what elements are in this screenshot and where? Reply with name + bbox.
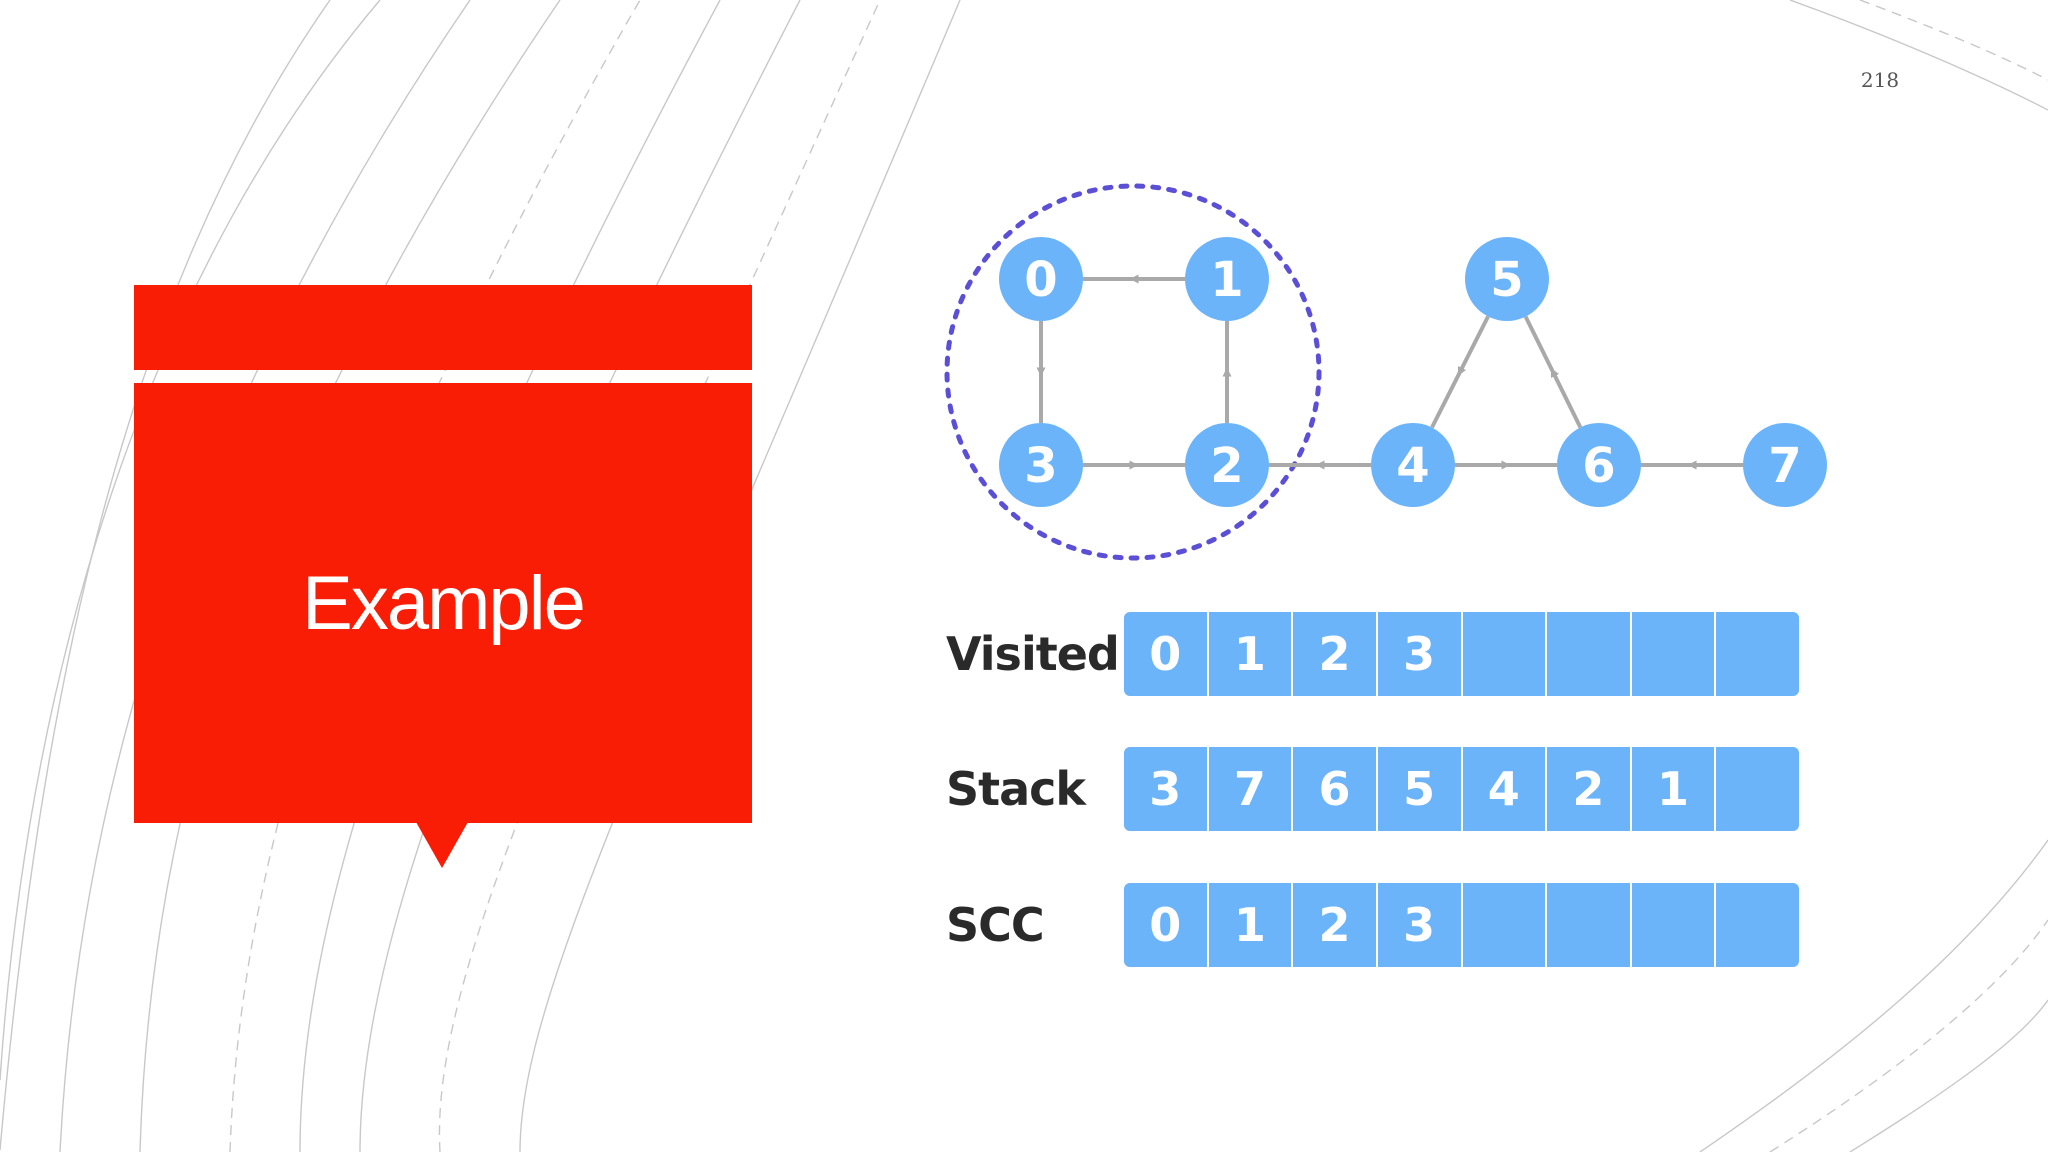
array-cell: 0 <box>1124 612 1209 696</box>
graph-node-0: 0 <box>999 237 1083 321</box>
array-cell: 3 <box>1377 883 1463 967</box>
node-circle <box>1465 237 1549 321</box>
array-cell: 1 <box>1208 883 1294 967</box>
highlighted-scc-ring <box>944 183 1322 561</box>
array-cell: 1 <box>1631 747 1717 831</box>
callout-pointer <box>416 822 468 868</box>
array-cell <box>1716 883 1799 967</box>
graph-node-7: 7 <box>1743 423 1827 507</box>
graph-node-4: 4 <box>1371 423 1455 507</box>
array-cell <box>1547 612 1632 696</box>
array-cell <box>1631 612 1717 696</box>
array-cell: 5 <box>1377 747 1463 831</box>
node-circle <box>1557 423 1641 507</box>
node-circle <box>1185 237 1269 321</box>
array-cell <box>1631 883 1717 967</box>
node-label: 6 <box>1582 438 1615 494</box>
array-cell: 3 <box>1377 612 1463 696</box>
title-banner-strip <box>134 285 752 370</box>
array-cell: 1 <box>1208 612 1294 696</box>
array-cell: 4 <box>1462 747 1548 831</box>
array-cell: 6 <box>1293 747 1378 831</box>
graph-node-2: 2 <box>1185 423 1269 507</box>
title-callout-box <box>134 383 752 823</box>
array-cell: 2 <box>1547 747 1632 831</box>
graph-node-5: 5 <box>1465 237 1549 321</box>
node-circle <box>1743 423 1827 507</box>
scc-label: SCC <box>946 898 1045 952</box>
array-cell: 2 <box>1293 883 1378 967</box>
node-circle <box>999 423 1083 507</box>
array-cell <box>1716 747 1799 831</box>
array-cell: 7 <box>1208 747 1294 831</box>
edge-5-to-4 <box>1430 315 1490 429</box>
node-label: 0 <box>1024 252 1057 308</box>
node-label: 7 <box>1768 438 1801 494</box>
array-cell: 2 <box>1293 612 1378 696</box>
page-number: 218 <box>1860 68 1900 92</box>
node-label: 2 <box>1210 438 1243 494</box>
node-layer: 0 1 2 3 4 5 6 7 <box>999 237 1827 507</box>
stack-label: Stack <box>946 762 1086 816</box>
array-cell <box>1716 612 1799 696</box>
node-circle <box>1371 423 1455 507</box>
node-circle <box>1185 423 1269 507</box>
edge-6-to-5 <box>1523 315 1583 429</box>
graph-node-6: 6 <box>1557 423 1641 507</box>
node-label: 3 <box>1024 438 1057 494</box>
graph-node-1: 1 <box>1185 237 1269 321</box>
node-label: 4 <box>1396 438 1429 494</box>
node-circle <box>999 237 1083 321</box>
array-cell: 0 <box>1124 883 1209 967</box>
graph-node-3: 3 <box>999 423 1083 507</box>
slide-title: Example <box>302 560 586 646</box>
edge-layer <box>1036 274 1743 470</box>
node-label: 5 <box>1490 252 1523 308</box>
array-cell: 3 <box>1124 747 1209 831</box>
node-label: 1 <box>1210 252 1243 308</box>
visited-label: Visited <box>946 627 1120 681</box>
array-cell <box>1547 883 1632 967</box>
array-cell <box>1462 612 1548 696</box>
array-cell <box>1462 883 1548 967</box>
